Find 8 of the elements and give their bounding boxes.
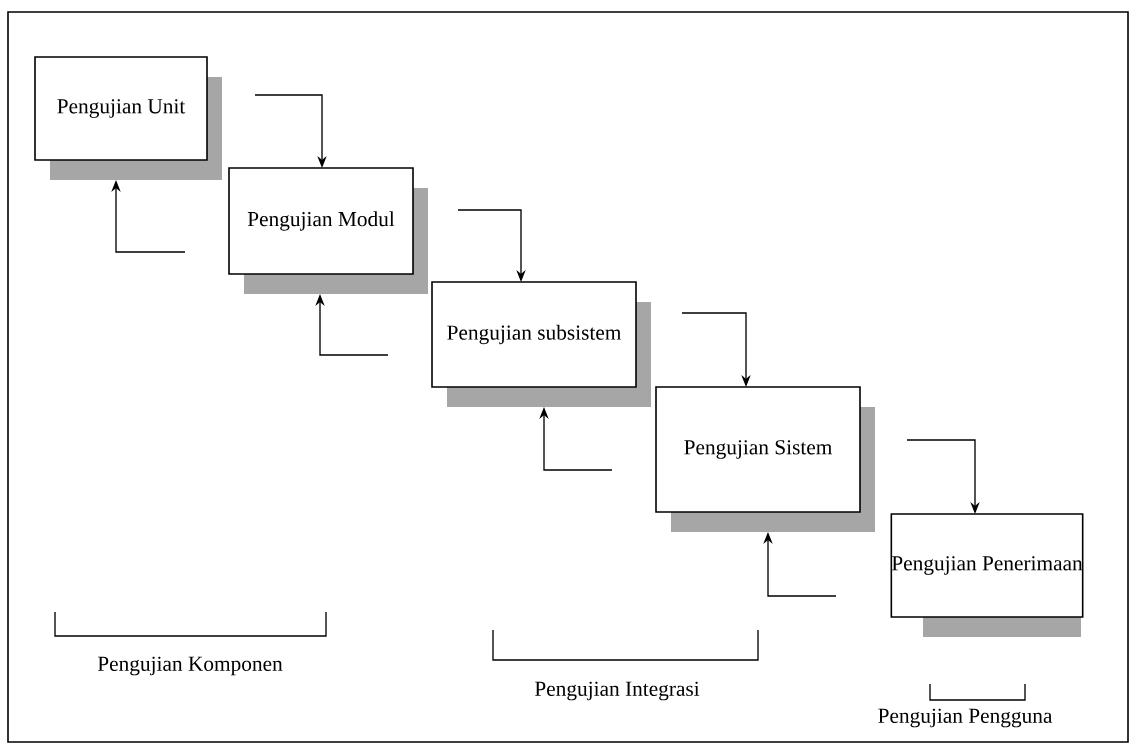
bracket-label: Pengujian Pengguna xyxy=(878,708,1053,728)
bracket-label: Pengujian Komponen xyxy=(97,656,283,676)
process-box: Pengujian Unit xyxy=(34,56,222,180)
bracket-label: Pengujian Integrasi xyxy=(534,681,700,701)
process-box: Pengujian Modul xyxy=(228,167,428,294)
process-box: Pengujian Penerimaan xyxy=(890,513,1084,637)
process-box: Pengujian subsistem xyxy=(431,281,651,407)
process-box: Pengujian Sistem xyxy=(655,386,875,532)
